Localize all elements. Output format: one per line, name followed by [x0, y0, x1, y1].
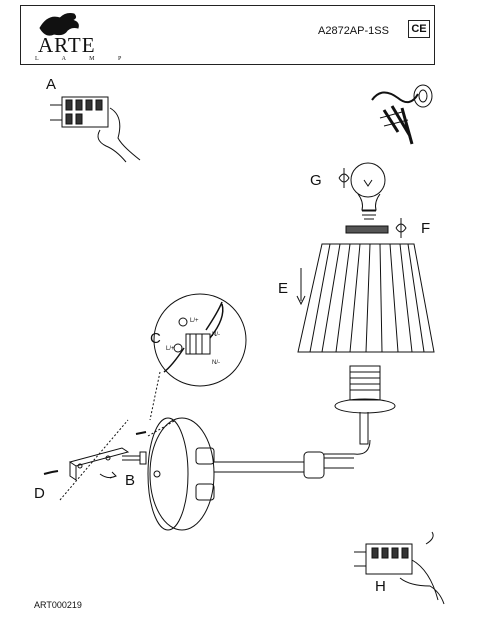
wire-twist-icon: [371, 84, 433, 145]
wall-plate-icon: [147, 417, 215, 531]
document-code: ART000219: [34, 600, 82, 610]
mounting-bracket-icon: [43, 419, 177, 501]
terminal-label-l-bottom: L/+: [166, 346, 175, 352]
brand-subtitle: L A M P: [35, 56, 133, 62]
step-label-a: A: [46, 76, 57, 93]
terminal-label-n-bottom: N/-: [212, 360, 220, 366]
ce-mark: CE: [408, 20, 430, 38]
lamp-holder-icon: [324, 365, 396, 455]
swing-arm-icon: [195, 447, 354, 501]
bulb-icon: [338, 162, 386, 220]
step-label-b: B: [125, 472, 136, 489]
shade-icon: [296, 243, 435, 353]
terminal-hand-icon-h: [354, 531, 445, 605]
shade-ring-icon: [345, 218, 407, 238]
griffin-logo-icon: [39, 13, 79, 36]
header-frame: [20, 5, 435, 65]
step-label-d: D: [34, 485, 45, 502]
terminal-label-n-top: N/-: [212, 332, 220, 338]
terminal-hand-icon-a: [50, 96, 141, 163]
terminal-label-l-top: L/+: [190, 318, 199, 324]
step-label-h: H: [375, 578, 386, 595]
step-label-c: C: [150, 330, 161, 347]
brand-logo-text: ARTE: [38, 33, 96, 57]
terminal-detail-icon: [149, 293, 247, 421]
step-label-f: F: [421, 220, 431, 237]
model-number: A2872AP-1SS: [318, 25, 389, 37]
step-label-g: G: [310, 172, 322, 189]
step-label-e: E: [278, 280, 289, 297]
